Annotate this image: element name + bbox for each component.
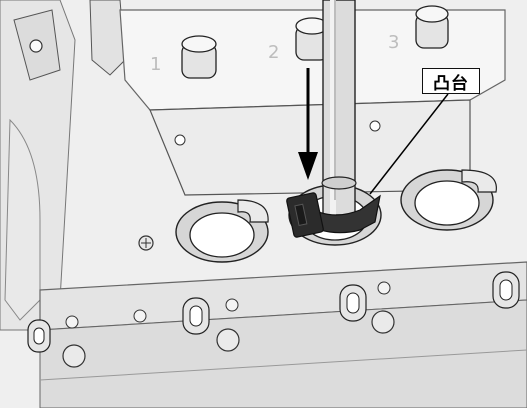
- left-bracket-hole: [29, 39, 43, 53]
- boss-2: [133, 309, 147, 323]
- boss-6: [216, 328, 240, 352]
- lower-slot-left: [27, 319, 51, 353]
- callout-label: 凸台: [433, 73, 469, 94]
- socket-right: [400, 169, 497, 231]
- recess-hole-right: [369, 120, 381, 132]
- lower-slot-3: [492, 271, 520, 309]
- post-3: [415, 5, 449, 49]
- left-curve: [4, 118, 41, 321]
- number-3: 3: [388, 32, 399, 53]
- boss-5: [62, 344, 86, 368]
- boss-1: [65, 315, 79, 329]
- cable-clip: [286, 192, 381, 238]
- post-1: [181, 35, 217, 79]
- upper-rib: [89, 0, 126, 76]
- lower-slot-1: [182, 297, 210, 335]
- post-2: [295, 17, 329, 61]
- boss-7: [371, 310, 395, 334]
- callout-label-box: 凸台: [422, 68, 480, 94]
- rod: [321, 0, 357, 216]
- socket-left: [175, 199, 269, 263]
- screw-left-slot: [141, 238, 151, 248]
- down-arrow-icon: [298, 68, 318, 180]
- number-2: 2: [268, 42, 279, 63]
- lower-slot-2: [339, 284, 367, 322]
- callout-leader: [369, 93, 449, 195]
- boss-4: [377, 281, 391, 295]
- front-face-line: [39, 349, 527, 381]
- boss-3: [225, 298, 239, 312]
- number-1: 1: [150, 54, 161, 75]
- lower-ledge: [39, 261, 527, 331]
- recess-hole-left: [174, 134, 186, 146]
